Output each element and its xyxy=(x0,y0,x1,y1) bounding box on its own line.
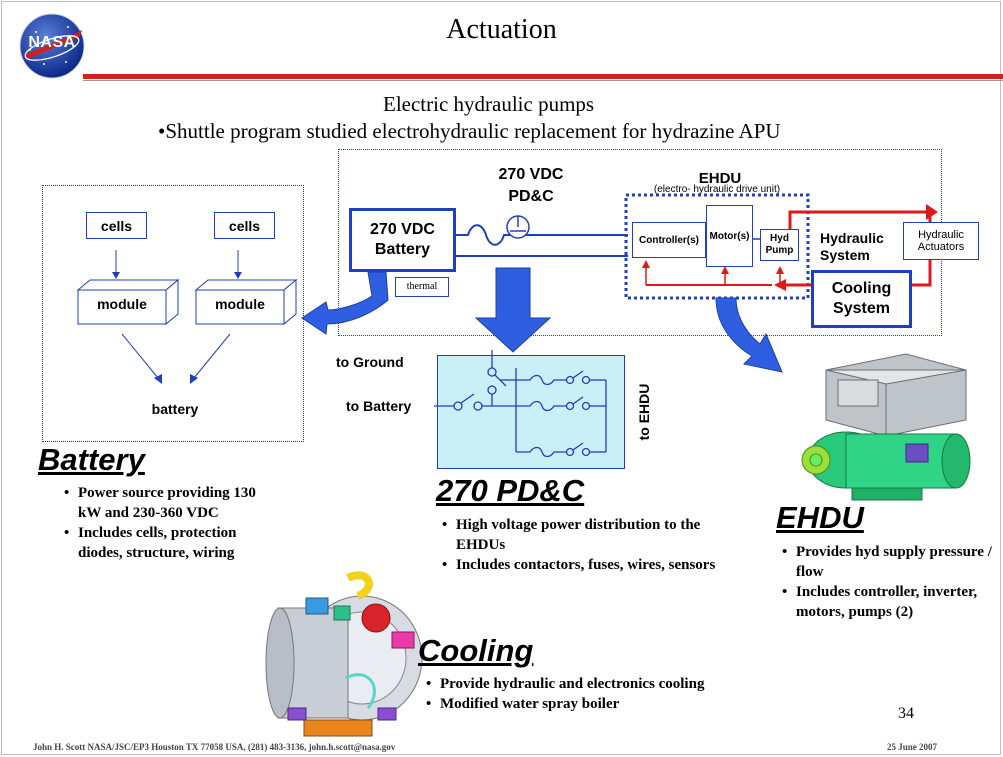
module-label-right: module xyxy=(215,296,265,312)
pdc-switches xyxy=(434,350,607,458)
title-underline-grey xyxy=(83,80,1003,81)
thermal-label: thermal xyxy=(406,281,438,292)
cooling-image xyxy=(265,571,423,737)
hyd-pump-box: Hyd Pump xyxy=(760,229,799,261)
page-number: 34 xyxy=(898,705,914,722)
pdc-label-line1: 270 VDC xyxy=(498,166,564,183)
battery-detail-box xyxy=(42,185,304,442)
ehdu-bullet: Includes controller, inverter, motors, p… xyxy=(780,582,1000,622)
battery-270-label: 270 VDC Battery xyxy=(370,221,435,258)
cells-box-right: cells xyxy=(214,212,275,239)
ehdu-bullet: Provides hyd supply pressure / flow xyxy=(780,542,1000,582)
hydraulic-system-label: Hydraulic System xyxy=(820,230,884,263)
battery-heading: Battery xyxy=(38,442,145,477)
footer-left: John H. Scott NASA/JSC/EP3 Houston TX 77… xyxy=(33,742,396,752)
pdc-heading: 270 PD&C xyxy=(436,473,585,508)
motor-box: Motor(s) xyxy=(706,205,753,267)
cooling-system-label: Cooling System xyxy=(831,280,892,317)
battery-label: battery xyxy=(151,401,199,417)
battery-bullet: Includes cells, protection diodes, struc… xyxy=(62,523,272,563)
pdc-bullet: High voltage power distribution to the E… xyxy=(440,515,750,555)
to-ground-label: to Ground xyxy=(336,354,404,370)
module-shapes xyxy=(76,250,298,384)
hydraulic-actuators-box: Hydraulic Actuators xyxy=(903,222,979,260)
ehdu-title: EHDU xyxy=(698,170,742,187)
cooling-heading: Cooling xyxy=(418,633,534,668)
ehdu-subtitle: (electro- hydraulic drive unit) xyxy=(653,184,781,195)
nasa-logo: NASA xyxy=(18,12,86,80)
battery-bullets: Power source providing 130 kW and 230-36… xyxy=(62,483,272,563)
cooling-bullet: Modified water spray boiler xyxy=(424,694,824,714)
ehdu-heading: EHDU xyxy=(776,500,864,535)
pdc-label-line2: PD&C xyxy=(508,188,554,205)
logo-text: NASA xyxy=(28,34,76,51)
ehdu-bullets: Provides hyd supply pressure / flow Incl… xyxy=(780,542,1000,622)
battery-270-box: 270 VDC Battery xyxy=(349,208,456,272)
thermal-box: thermal xyxy=(395,277,449,297)
slide-title: Actuation xyxy=(446,14,557,45)
cooling-bullets: Provide hydraulic and electronics coolin… xyxy=(424,674,824,714)
pdc-bullets: High voltage power distribution to the E… xyxy=(440,515,750,575)
subtitle-line-1: Electric hydraulic pumps xyxy=(383,92,595,116)
to-battery-label: to Battery xyxy=(346,398,412,414)
title-underline-red xyxy=(83,74,1003,79)
ehdu-image xyxy=(801,353,971,501)
battery-bullet: Power source providing 130 kW and 230-36… xyxy=(62,483,272,523)
module-label-left: module xyxy=(97,296,147,312)
pdc-bullet: Includes contactors, fuses, wires, senso… xyxy=(440,555,750,575)
to-ehdu-label: to EHDU xyxy=(636,383,652,441)
cells-box-left: cells xyxy=(86,212,147,239)
hydraulic-actuators-label: Hydraulic Actuators xyxy=(917,229,965,253)
cooling-bullet: Provide hydraulic and electronics coolin… xyxy=(424,674,824,694)
controller-box: Controller(s) xyxy=(632,222,706,258)
footer-right: 25 June 2007 xyxy=(887,742,938,752)
cooling-system-box: Cooling System xyxy=(811,270,912,328)
subtitle-line-2: •Shuttle program studied electrohydrauli… xyxy=(158,119,781,143)
